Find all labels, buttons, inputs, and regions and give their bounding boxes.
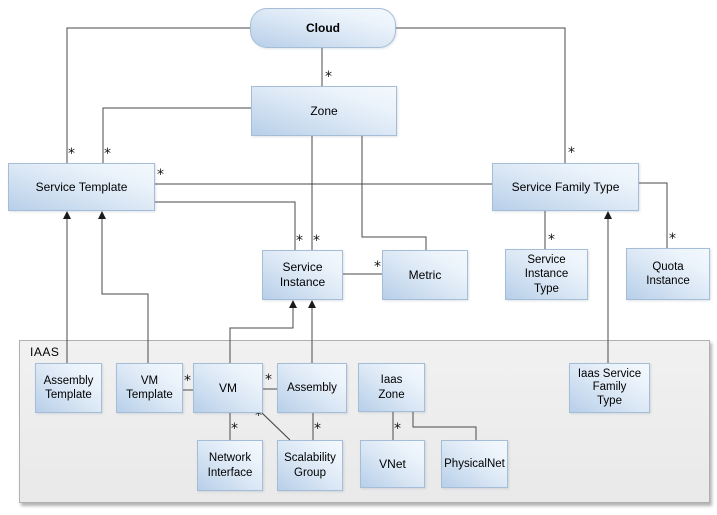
- edge-zone-metric: [361, 136, 427, 250]
- edge-cloud-service-family-type: [396, 27, 566, 163]
- multiplicity-star: *: [265, 372, 272, 388]
- iaas-container-label: IAAS: [30, 345, 60, 359]
- arrowhead-vm-template: [98, 211, 106, 219]
- node-cloud: Cloud: [250, 8, 396, 48]
- edge-service-template-service-instance: [155, 201, 296, 250]
- multiplicity-star: *: [231, 421, 238, 437]
- node-metric: Metric: [382, 250, 468, 300]
- arrowhead-assembly-template: [63, 211, 71, 219]
- multiplicity-star: *: [104, 146, 111, 162]
- node-service-template: Service Template: [8, 163, 155, 211]
- arrowhead-iaas-sft: [604, 211, 612, 219]
- node-network-interface: Network Interface: [197, 440, 263, 491]
- node-assembly: Assembly: [277, 363, 347, 413]
- multiplicity-star: *: [184, 373, 191, 389]
- arrowhead-vm: [289, 300, 297, 308]
- node-assembly-template: Assembly Template: [35, 363, 102, 413]
- multiplicity-star: *: [255, 408, 262, 424]
- node-scalability-group: Scalability Group: [277, 440, 343, 491]
- node-vnet: VNet: [360, 440, 425, 488]
- multiplicity-star: *: [548, 232, 555, 248]
- node-vm-template: VM Template: [116, 363, 183, 413]
- multiplicity-star: *: [325, 69, 332, 85]
- node-physicalnet: PhysicalNet: [441, 440, 508, 488]
- edge-zone-service-template: [102, 107, 251, 163]
- node-quota-instance: Quota Instance: [626, 248, 710, 300]
- node-service-family-type: Service Family Type: [492, 163, 639, 211]
- multiplicity-star: *: [157, 167, 164, 183]
- edge-sft-quota-instance: [639, 182, 668, 248]
- multiplicity-star: *: [314, 421, 321, 437]
- node-zone: Zone: [251, 86, 397, 136]
- multiplicity-star: *: [68, 146, 75, 162]
- node-service-instance-type: Service Instance Type: [505, 249, 588, 300]
- multiplicity-star: *: [374, 259, 381, 275]
- edge-cloud-service-template: [66, 27, 250, 163]
- multiplicity-star: *: [669, 231, 676, 247]
- multiplicity-star: *: [296, 233, 303, 249]
- multiplicity-star: *: [568, 145, 575, 161]
- arrowhead-assembly: [308, 300, 316, 308]
- node-iaas-zone: Iaas Zone: [358, 363, 425, 412]
- multiplicity-star: *: [313, 233, 320, 249]
- node-vm: VM: [193, 363, 263, 413]
- multiplicity-star: *: [394, 421, 401, 437]
- node-iaas-service-family-type: Iaas Service Family Type: [569, 363, 650, 413]
- node-service-instance: Service Instance: [262, 250, 343, 300]
